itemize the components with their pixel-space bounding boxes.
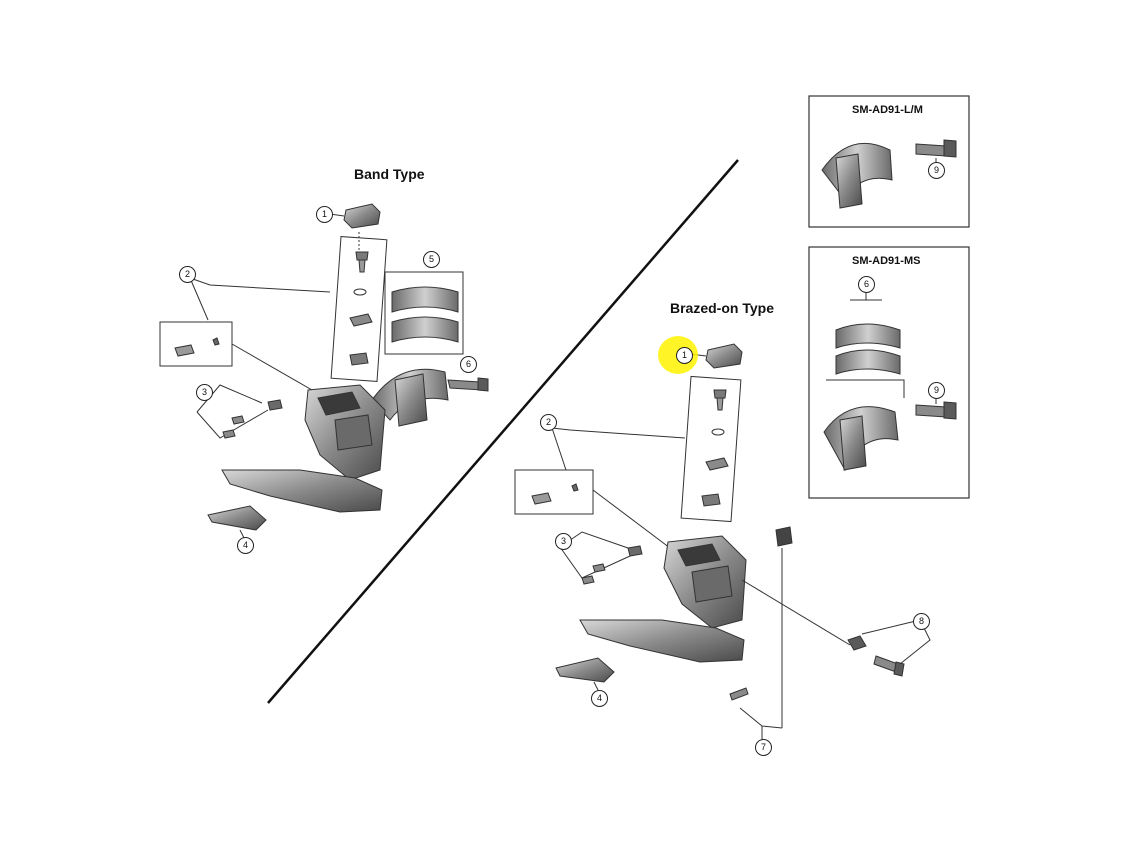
band-bolt-box — [330, 236, 388, 382]
callout-band-3: 3 — [196, 384, 213, 401]
callout-band-1: 1 — [316, 206, 333, 223]
callout-band-4: 4 — [237, 537, 254, 554]
callout-ms-6: 6 — [858, 276, 875, 293]
brazed-cage — [579, 619, 745, 663]
brazed-on-assembly — [514, 343, 931, 740]
callout-lm-9: 9 — [928, 162, 945, 179]
band-type-assembly — [159, 203, 489, 539]
callout-brazed-8: 8 — [913, 613, 930, 630]
band-cage — [221, 469, 383, 513]
brazed-tab-part — [555, 657, 615, 683]
callout-brazed-2: 2 — [540, 414, 557, 431]
callout-brazed-7: 7 — [755, 739, 772, 756]
callout-brazed-3: 3 — [555, 533, 572, 550]
section-divider — [267, 159, 739, 704]
box-lm-title: SM-AD91-L/M — [852, 104, 923, 116]
band-type-title: Band Type — [354, 166, 425, 182]
band-screw-box — [159, 321, 233, 367]
callout-brazed-1: 1 — [676, 347, 693, 364]
callout-band-6: 6 — [460, 356, 477, 373]
band-clamp-box — [384, 271, 464, 355]
callout-band-5: 5 — [423, 251, 440, 268]
box-ms-title: SM-AD91-MS — [852, 255, 921, 267]
callout-ms-9: 9 — [928, 382, 945, 399]
callout-band-2: 2 — [179, 266, 196, 283]
band-cover-part — [343, 203, 381, 229]
brazed-bolt-box — [680, 375, 742, 523]
brazed-cover-part — [705, 343, 743, 369]
brazed-screw-box — [514, 469, 594, 515]
brazed-on-type-title: Brazed-on Type — [670, 300, 774, 316]
band-tab-part — [207, 505, 267, 531]
box-sm-ad91-ms — [808, 246, 970, 499]
callout-brazed-4: 4 — [591, 690, 608, 707]
